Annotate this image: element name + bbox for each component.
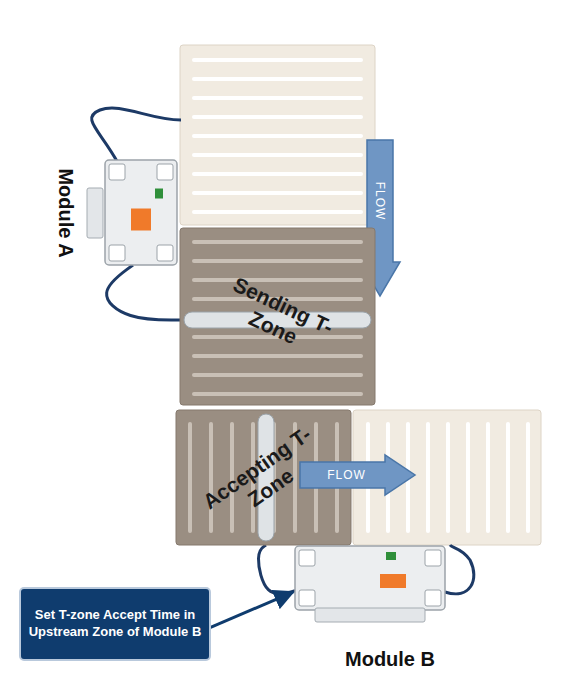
ethernet-strip [87,188,103,238]
cable [258,545,295,594]
control-module: Module A [105,160,177,265]
slat [506,422,510,533]
slat [192,96,363,100]
slat [526,422,530,533]
slat [192,259,363,263]
flow-label: FLOW [373,182,387,221]
callout-box: Set T-zone Accept Time in Upstream Zone … [20,588,210,660]
slat [192,58,363,62]
flow-arrow: FLOW [300,455,415,495]
slat [192,191,363,195]
module-label: Module B [345,648,435,671]
port [109,164,125,180]
slat [446,422,450,533]
indicator [155,189,163,199]
node-shape [105,160,177,265]
ethernet-strip [315,608,425,622]
module-housing [295,546,445,610]
slat [192,392,363,396]
slat [192,240,363,244]
slat [192,373,363,377]
cable [445,545,474,594]
port [299,590,315,606]
port [425,550,441,566]
slat [192,115,363,119]
slat [192,210,363,214]
slat [466,422,470,533]
slat [209,422,213,533]
slat [486,422,490,533]
indicator [386,552,396,560]
slat [192,77,363,81]
cable [92,108,181,163]
conveyor-zone [180,45,375,225]
node-shape [295,546,445,610]
port [157,245,173,261]
callout-text: Set T-zone Accept Time in Upstream Zone … [28,607,202,641]
slat [192,172,363,176]
module-housing [105,160,177,265]
port [109,245,125,261]
slat [192,278,363,282]
indicator [131,209,151,231]
sending-zone: Sending T-Zone [180,228,375,405]
control-module: Module B [295,546,445,610]
flow-label: FLOW [327,468,366,482]
port [425,590,441,606]
zone-surface [180,228,375,405]
slat [192,354,363,358]
slat [426,422,430,533]
indicator [380,574,406,588]
cable [107,265,180,320]
port [299,550,315,566]
slat [188,422,192,533]
roller-slats [192,58,363,214]
slat [192,134,363,138]
callout-shape [20,588,210,660]
callout-arrow [210,592,293,628]
arrow-shape [300,455,415,495]
port [157,164,173,180]
slat [192,153,363,157]
module-label: Module A [54,168,77,257]
